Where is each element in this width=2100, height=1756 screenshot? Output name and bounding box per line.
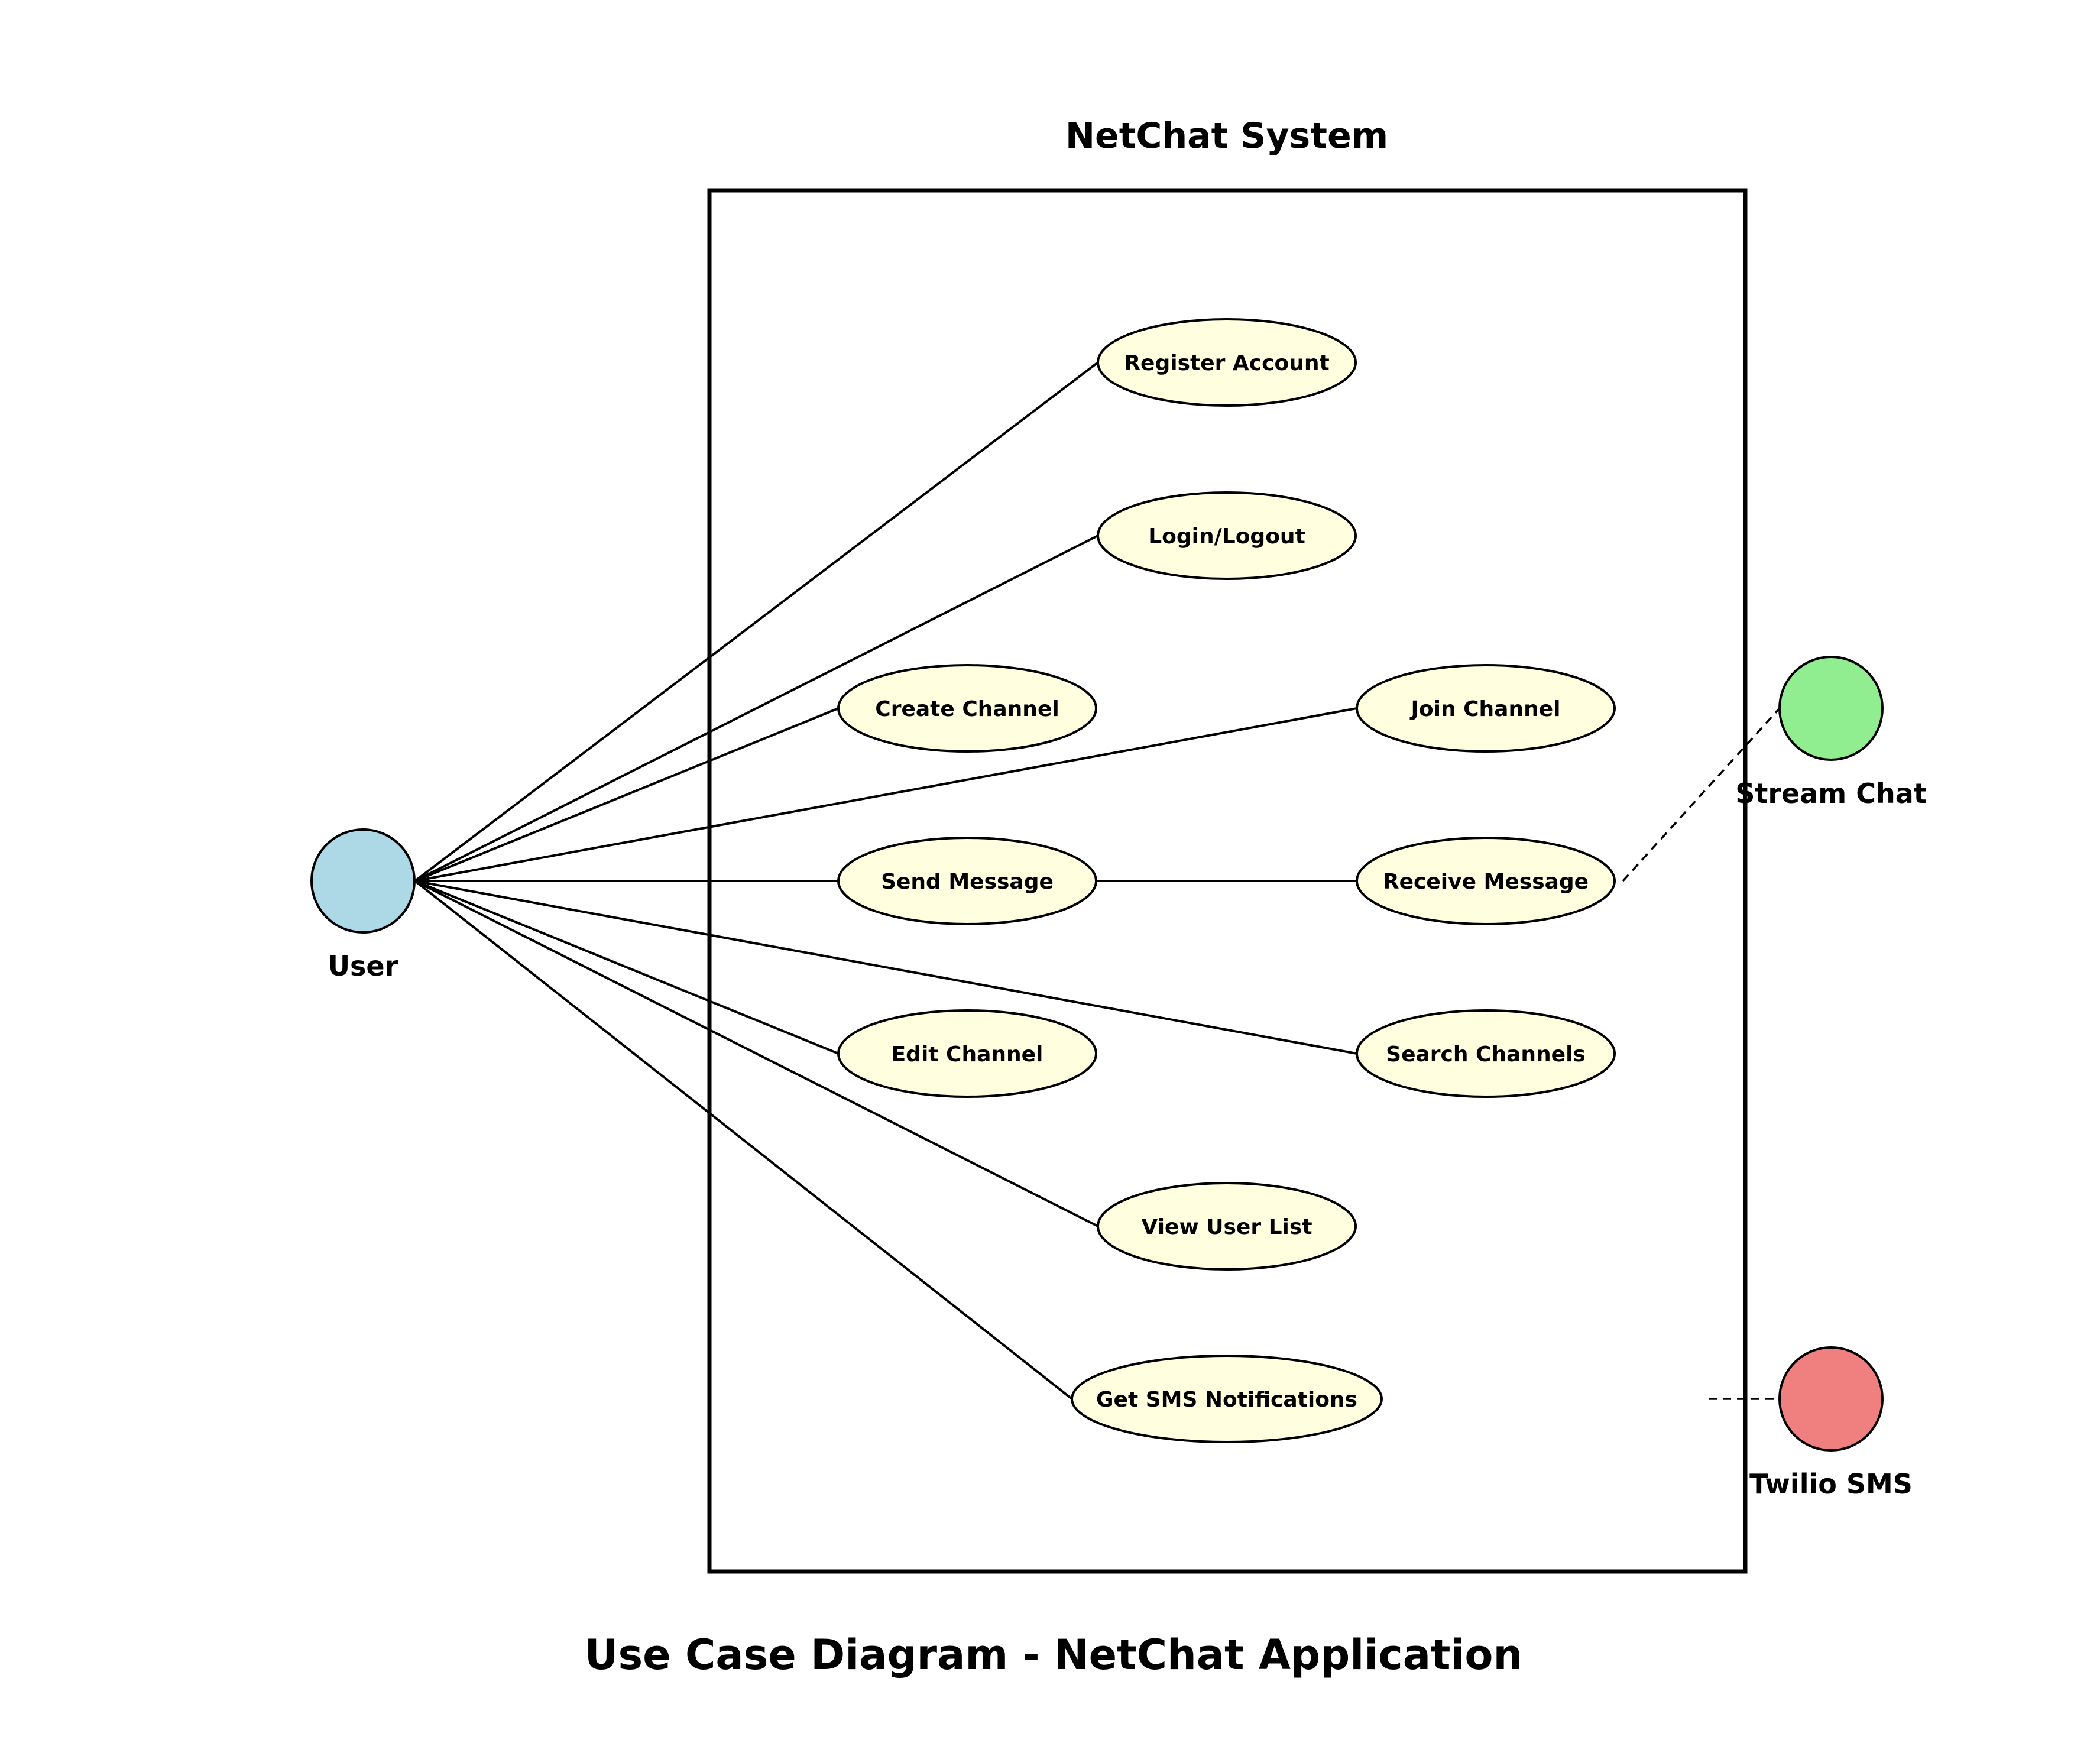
dependency-receive-message-stream-chat <box>1622 707 1781 882</box>
use-cases: Register Account Login/Logout Create Cha… <box>837 318 1616 1443</box>
use-case-label: Create Channel <box>875 697 1059 721</box>
use-case-create-channel[interactable]: Create Channel <box>837 664 1097 753</box>
use-case-label: Join Channel <box>1409 697 1561 721</box>
use-case-label: Search Channels <box>1386 1042 1586 1067</box>
use-case-label: Edit Channel <box>892 1042 1043 1067</box>
use-case-ellipse <box>1097 1182 1357 1271</box>
system-title: NetChat System <box>1065 115 1388 157</box>
use-case-view-user-list[interactable]: View User List <box>1097 1182 1357 1271</box>
actor-twilio-sms[interactable]: Twilio SMS <box>1749 1346 1913 1500</box>
use-case-ellipse <box>1071 1355 1383 1443</box>
associations <box>414 361 1781 1400</box>
use-case-ellipse <box>1097 491 1357 580</box>
use-case-ellipse <box>837 664 1097 753</box>
association-user-search-channels <box>414 880 1357 1055</box>
use-case-receive-message[interactable]: Receive Message <box>1356 837 1616 925</box>
use-case-get-sms-notifications[interactable]: Get SMS Notifications <box>1071 1355 1383 1443</box>
use-case-label: Register Account <box>1124 351 1329 375</box>
use-case-label: Receive Message <box>1383 870 1589 894</box>
association-user-join-channel <box>414 707 1357 882</box>
actor-user[interactable]: User <box>310 828 416 982</box>
actor-label: Stream Chat <box>1735 777 1927 809</box>
use-case-edit-channel[interactable]: Edit Channel <box>837 1009 1097 1098</box>
diagram-caption: Use Case Diagram - NetChat Application <box>585 1631 1523 1679</box>
actor-circle <box>1778 656 1884 761</box>
use-case-login-logout[interactable]: Login/Logout <box>1097 491 1357 580</box>
use-case-ellipse <box>1356 664 1616 753</box>
association-user-view-user-list <box>414 880 1098 1227</box>
use-case-search-channels[interactable]: Search Channels <box>1356 1009 1616 1098</box>
use-case-label: Login/Logout <box>1148 524 1305 549</box>
use-case-register-account[interactable]: Register Account <box>1097 318 1357 407</box>
use-case-ellipse <box>1356 837 1616 925</box>
use-case-ellipse <box>1097 318 1357 407</box>
actor-circle <box>1778 1346 1884 1452</box>
use-case-join-channel[interactable]: Join Channel <box>1356 664 1616 753</box>
association-user-register <box>414 361 1099 882</box>
association-user-edit-channel <box>414 880 839 1055</box>
use-case-ellipse <box>837 837 1097 925</box>
use-case-send-message[interactable]: Send Message <box>837 837 1097 925</box>
use-case-label: Send Message <box>881 870 1054 894</box>
association-user-login <box>414 534 1098 882</box>
use-case-ellipse <box>837 1009 1097 1098</box>
use-case-label: Get SMS Notifications <box>1096 1388 1357 1412</box>
use-case-label: View User List <box>1141 1215 1312 1239</box>
actor-label: User <box>328 950 398 982</box>
association-user-sms-notifications <box>414 880 1073 1400</box>
actor-circle <box>310 828 416 934</box>
actor-label: Twilio SMS <box>1749 1468 1913 1500</box>
actors: User Stream Chat Twilio SMS <box>310 656 1927 1500</box>
association-user-create-channel <box>414 707 839 882</box>
use-case-ellipse <box>1356 1009 1616 1098</box>
actor-stream-chat[interactable]: Stream Chat <box>1735 656 1927 809</box>
